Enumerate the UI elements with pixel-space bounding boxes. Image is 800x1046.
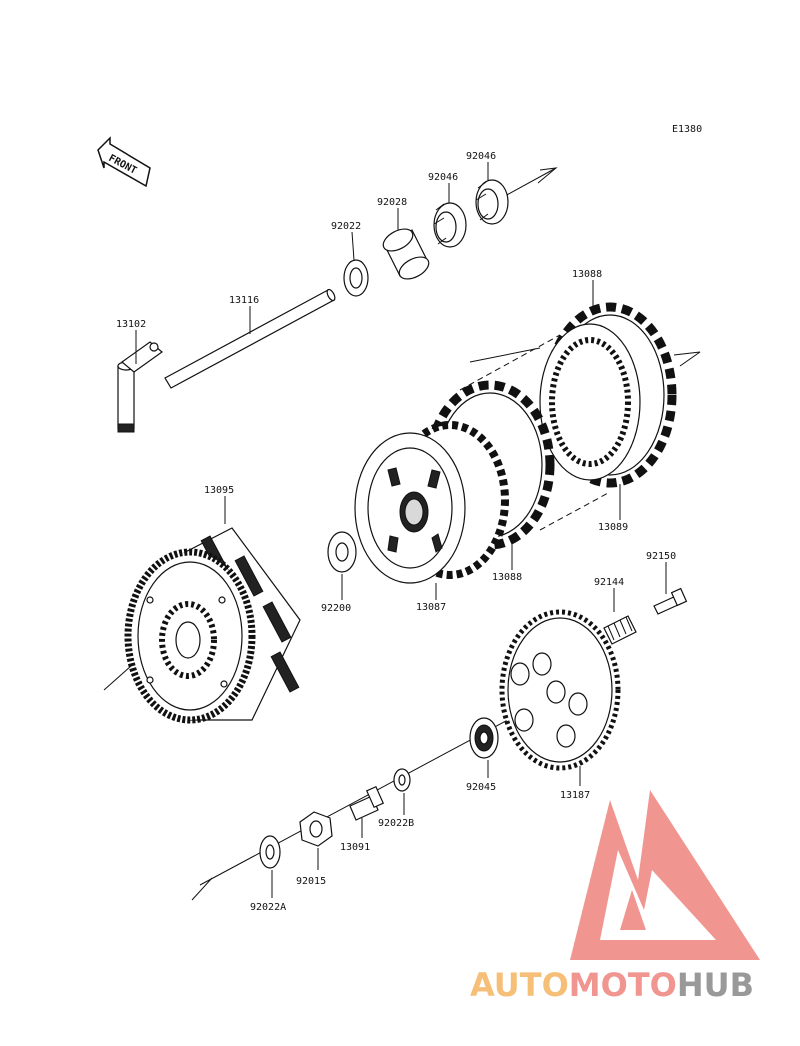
automotohub-logo: AUTOMOTOHUB <box>470 790 760 1004</box>
washer-92022A <box>259 835 281 869</box>
washer-92022B <box>393 768 411 792</box>
steel-plate-13089 <box>539 323 641 481</box>
label-92022A: 92022A <box>250 902 286 913</box>
clutch-housing-13095 <box>124 527 301 724</box>
label-13095: 13095 <box>204 485 234 496</box>
clutch-hub-13087 <box>354 421 509 584</box>
label-92200: 92200 <box>321 603 351 614</box>
watermark-auto: AUTO <box>470 966 569 1004</box>
bolt-92150 <box>653 587 688 615</box>
push-rod-13116 <box>164 288 336 389</box>
label-92046-a: 92046 <box>428 172 458 183</box>
label-13088-bottom: 13088 <box>492 572 522 583</box>
label-13102: 13102 <box>116 319 146 330</box>
label-13087: 13087 <box>416 602 446 613</box>
needle-bearing-92046-b <box>475 179 509 225</box>
front-arrow-icon: FRONT <box>97 136 151 188</box>
collar-92028 <box>382 228 430 280</box>
spring-92144 <box>603 615 637 645</box>
label-13116: 13116 <box>229 295 259 306</box>
release-lever-13102 <box>117 341 163 433</box>
watermark-moto: MOTO <box>569 966 677 1004</box>
pressure-plate-13187 <box>499 609 621 771</box>
pusher-13091 <box>349 785 385 821</box>
label-13187: 13187 <box>560 790 590 801</box>
label-92015: 92015 <box>296 876 326 887</box>
label-92028: 92028 <box>377 197 407 208</box>
label-92150: 92150 <box>646 551 676 562</box>
diagram-code: E1380 <box>672 124 702 135</box>
washer-92022 <box>343 259 369 297</box>
watermark-hub: HUB <box>677 966 754 1004</box>
ball-bearing-92045 <box>469 717 499 759</box>
label-92022: 92022 <box>331 221 361 232</box>
label-13088-top: 13088 <box>572 269 602 280</box>
label-13091: 13091 <box>340 842 370 853</box>
leader-lines <box>135 162 667 898</box>
label-92022B: 92022B <box>378 818 414 829</box>
label-92144: 92144 <box>594 577 624 588</box>
label-92046-b: 92046 <box>466 151 496 162</box>
needle-bearing-92046-a <box>433 202 467 248</box>
nut-92015 <box>299 811 333 847</box>
washer-92200 <box>327 531 357 573</box>
label-13089: 13089 <box>598 522 628 533</box>
label-92045: 92045 <box>466 782 496 793</box>
svg-text:AUTOMOTOHUB: AUTOMOTOHUB <box>470 966 754 1004</box>
